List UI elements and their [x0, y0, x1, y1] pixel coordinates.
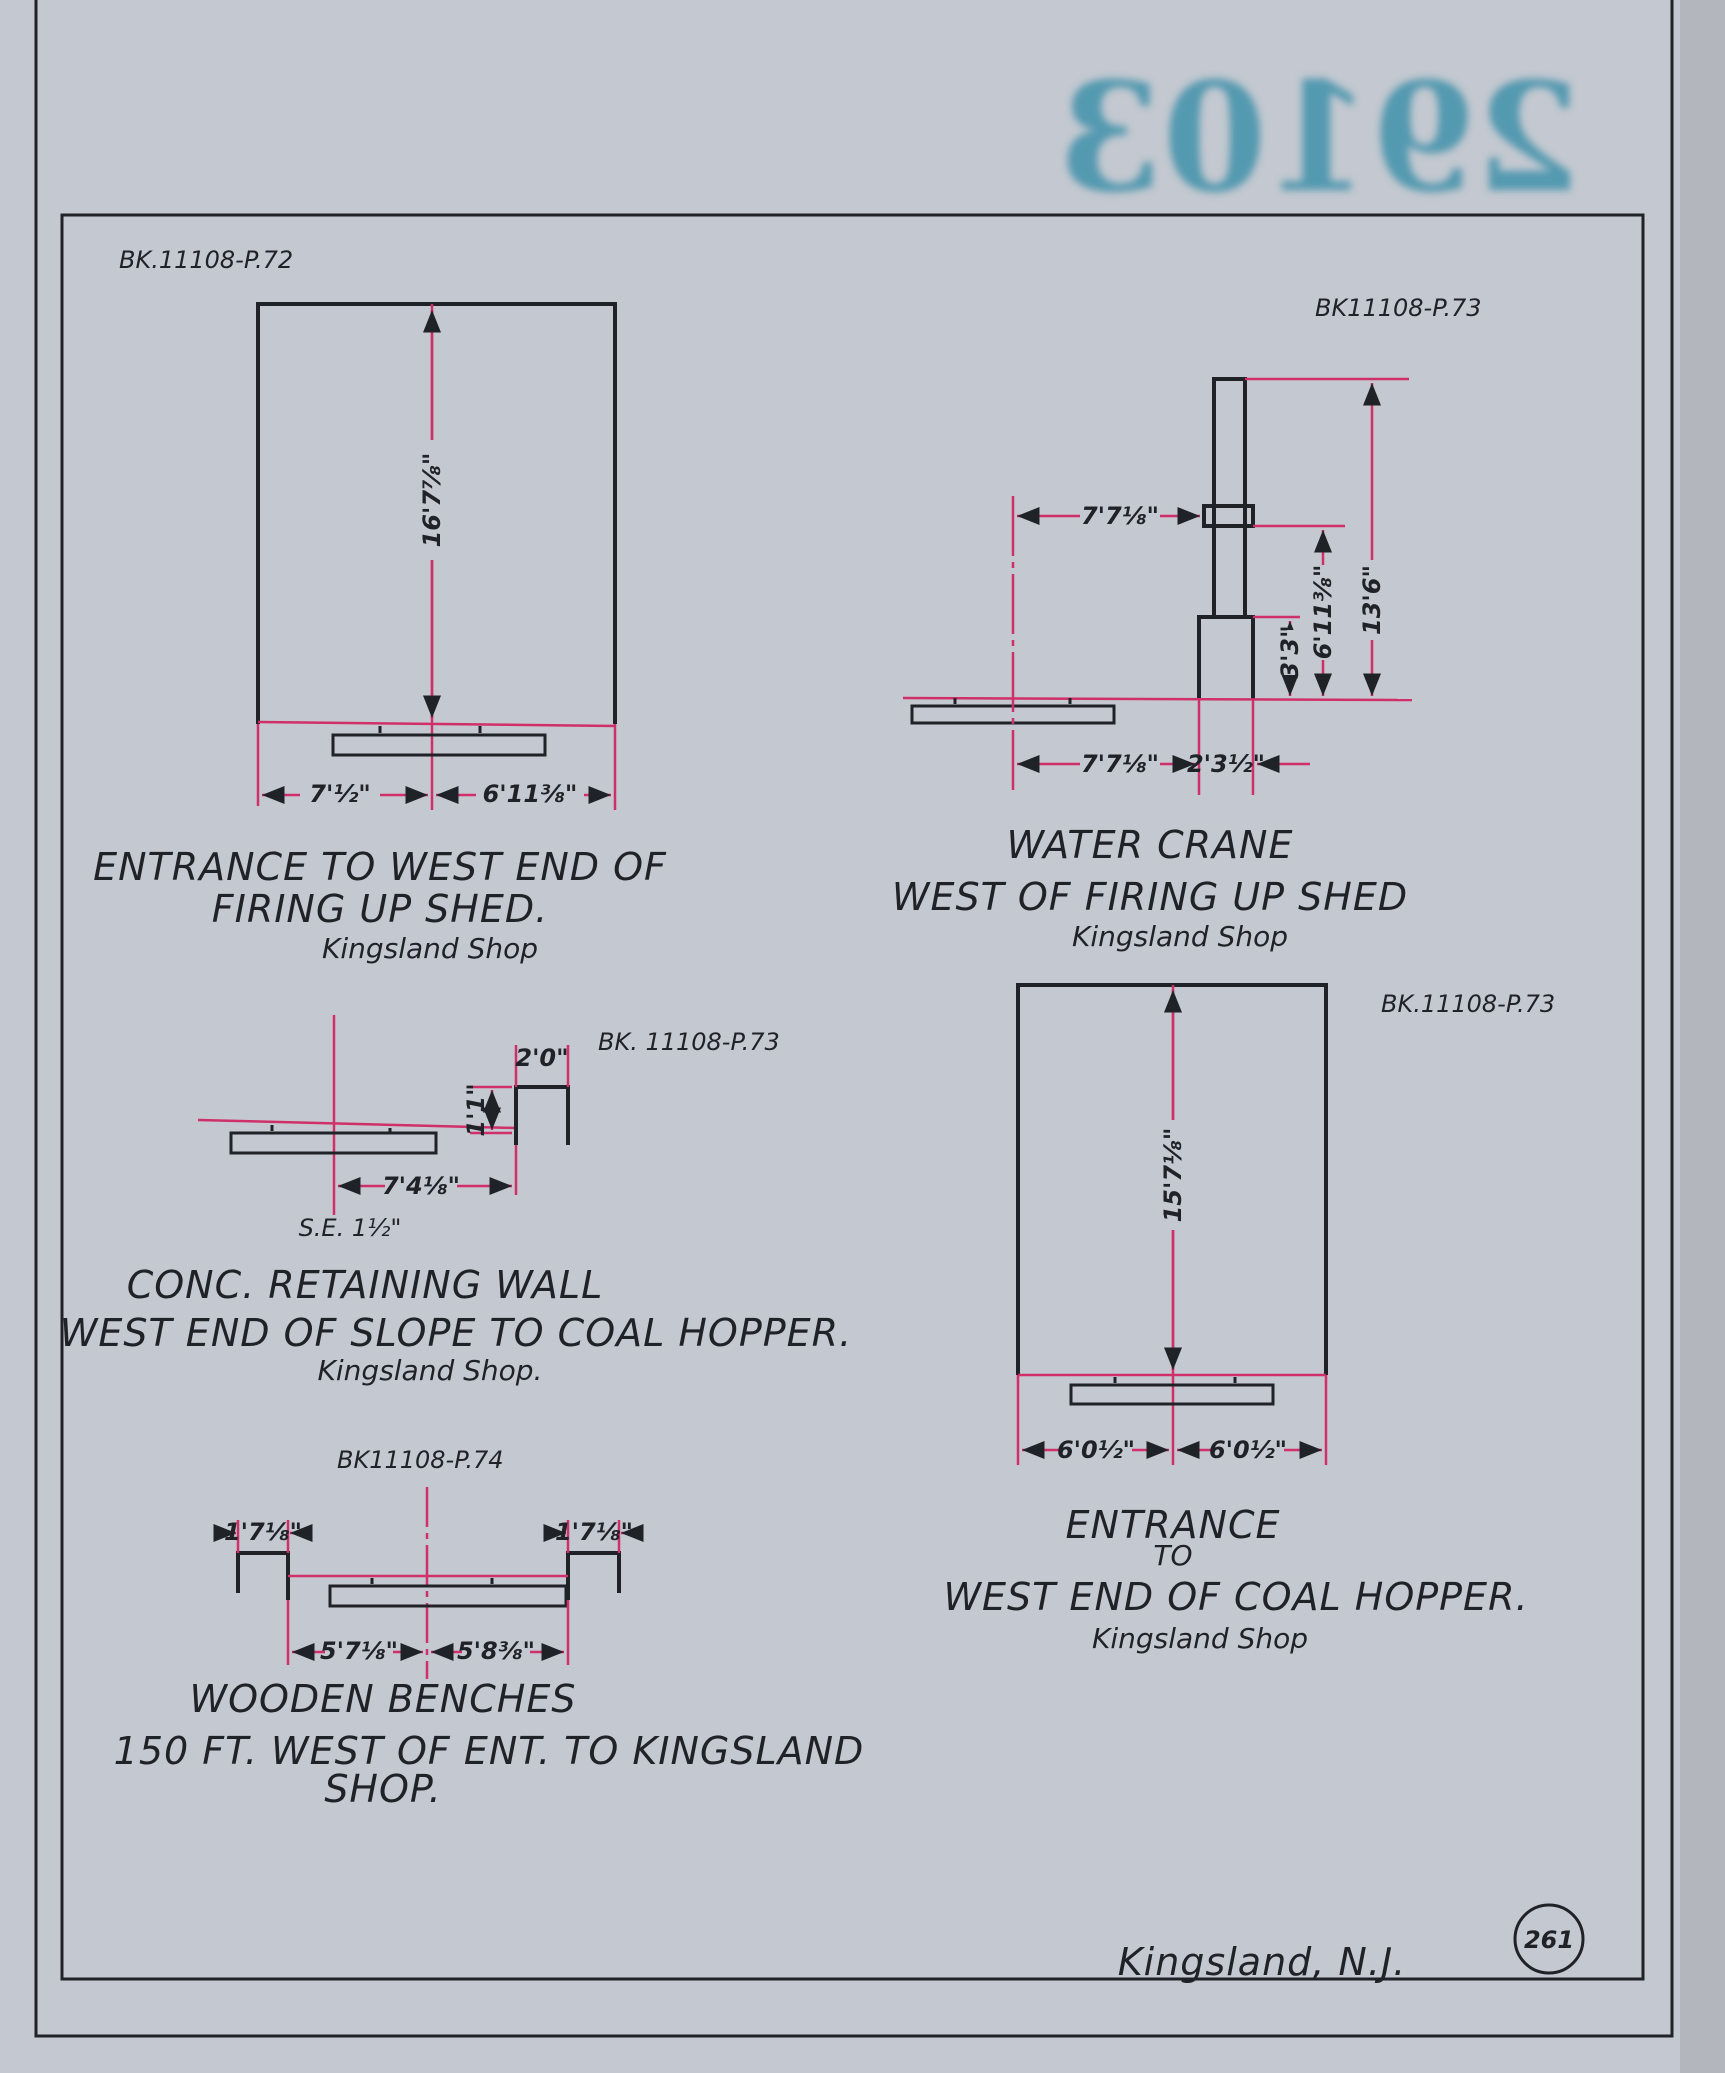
dim-height: 15'7⅛": [1159, 1128, 1187, 1223]
title-line-2: TO: [1153, 1539, 1192, 1572]
dim-top-offset: 7'7⅛": [1081, 502, 1159, 530]
dim-left-width: 7'½": [309, 780, 370, 808]
ref-label: BK.11108-P.72: [119, 246, 293, 274]
dim-wall-height: 1'1": [462, 1083, 490, 1136]
dim-height: 16'7⅞": [418, 453, 446, 548]
dim-left-bench: 1'7⅛": [224, 1518, 302, 1546]
title-line-2: WEST END OF SLOPE TO COAL HOPPER.: [60, 1311, 852, 1355]
dim-left-width: 6'0½": [1057, 1436, 1135, 1464]
title-line-1: WOODEN BENCHES: [190, 1677, 577, 1721]
title-line-3: SHOP.: [324, 1767, 441, 1811]
crane-collar: [1202, 504, 1255, 528]
sheet-number-circle: [1513, 1903, 1585, 1975]
drawing-coal-hopper: BK.11108-P.73 6'0½" 6'0½" 15'7⅛" ENTRANC…: [943, 983, 1555, 1655]
subtitle: Kingsland Shop: [322, 932, 538, 965]
dim-base-width: 2'3½": [1187, 750, 1265, 778]
subtitle: Kingsland Shop: [1092, 1622, 1308, 1655]
dim-base-height: 3'3": [1276, 625, 1304, 678]
title-line-1: ENTRANCE TO WEST END OF: [93, 845, 667, 889]
paper-edge: [1680, 0, 1725, 2073]
dim-wall-width: 2'0": [515, 1044, 568, 1072]
track-tie: [1069, 1383, 1275, 1406]
title-line-1: ENTRANCE: [1065, 1503, 1280, 1547]
track-tie: [328, 1584, 568, 1608]
superelevation-label: S.E. 1½": [299, 1214, 402, 1242]
stamp-text: 29103: [1058, 50, 1580, 226]
ref-label: BK11108-P.73: [1315, 294, 1482, 322]
dim-collar-height: 6'11⅜": [1309, 565, 1337, 660]
dim-left-offset: 5'7⅛": [320, 1637, 398, 1665]
title-line-2: WEST OF FIRING UP SHED: [892, 875, 1408, 919]
track-tie: [229, 1131, 438, 1155]
retaining-wall: [514, 1085, 570, 1145]
dim-right-width: 6'11⅜": [483, 780, 578, 808]
title-line-2: 150 FT. WEST OF ENT. TO KINGSLAND: [114, 1729, 865, 1773]
rail-line: [197, 1118, 517, 1130]
dim-offset: 7'4⅛": [382, 1172, 460, 1200]
ref-label: BK11108-P.74: [337, 1446, 504, 1474]
outer-border: [34, 0, 1674, 2038]
portal-outline: [256, 302, 617, 724]
ref-label: BK.11108-P.73: [1381, 990, 1555, 1018]
ref-label: BK. 11108-P.73: [598, 1028, 780, 1056]
dim-right-width: 6'0½": [1209, 1436, 1287, 1464]
drawing-wooden-benches: BK11108-P.74 1'7⅛" 1'7⅛" 5'7⅛" 5'8⅜" WOO…: [114, 1446, 865, 1811]
crane-base: [1197, 615, 1255, 700]
title-line-1: CONC. RETAINING WALL: [127, 1263, 604, 1307]
track-tie: [331, 733, 547, 757]
crane-column: [1212, 377, 1247, 617]
drawing-water-crane: BK11108-P.73 7'7⅛" 7'7⅛" 2'3½" 13'6" 6'1…: [892, 294, 1482, 953]
ground-line: [902, 696, 1413, 702]
drawing-retaining-wall: BK. 11108-P.73 2'0" 1'1" 7'4⅛" S.E. 1½" …: [60, 1015, 852, 1387]
base-line: [257, 720, 616, 728]
title-line-1: WATER CRANE: [1007, 823, 1294, 867]
title-line-2: FIRING UP SHED.: [212, 887, 548, 931]
dim-right-offset: 5'8⅜": [457, 1637, 535, 1665]
dim-right-bench: 1'7⅛": [555, 1518, 633, 1546]
sheet-number: 261: [1524, 1926, 1574, 1954]
drawing-firing-shed: BK.11108-P.72 7'½" 6'11⅜" 16'7⅞" ENTRANC…: [93, 246, 667, 965]
subtitle: Kingsland Shop.: [318, 1354, 543, 1387]
subtitle: Kingsland Shop: [1072, 920, 1288, 953]
title-line-3: WEST END OF COAL HOPPER.: [943, 1575, 1528, 1619]
stamp-number: 29103: [1058, 50, 1580, 226]
dim-bottom-offset: 7'7⅛": [1081, 750, 1159, 778]
inner-border: [60, 213, 1645, 1981]
dim-total-height: 13'6": [1358, 565, 1386, 635]
location-label: Kingsland, N.J.: [1118, 1940, 1406, 1984]
